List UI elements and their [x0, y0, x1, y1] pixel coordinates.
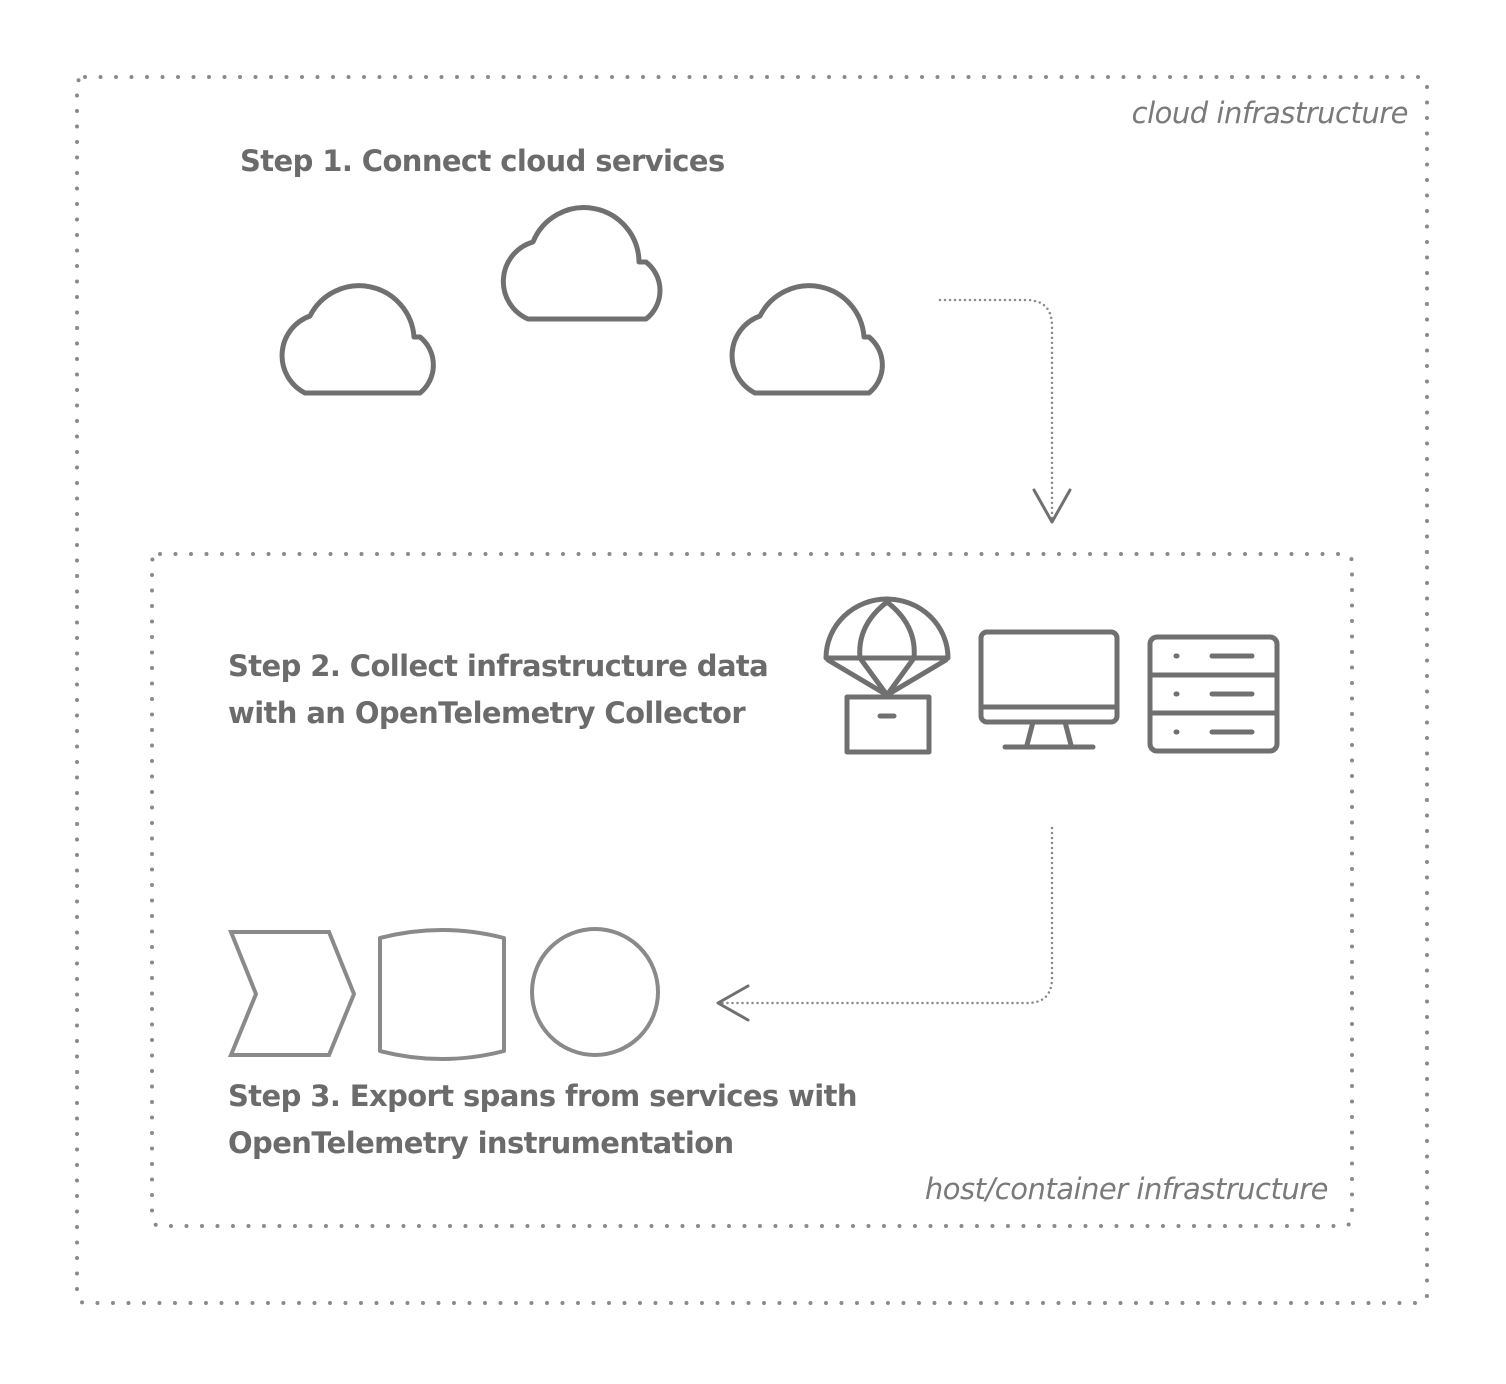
desktop-monitor-icon [978, 629, 1120, 750]
arrow-collector-to-services [716, 826, 1054, 1022]
parachute-box-icon [823, 596, 951, 755]
cloud-icon [729, 283, 885, 396]
wavy-rectangle-icon [378, 928, 506, 1061]
server-rack-icon [1147, 634, 1280, 754]
host-container-infrastructure-label: host/container infrastructure [924, 1172, 1329, 1206]
arrow-cloud-to-collector [938, 298, 1072, 524]
step-3-line-1: Step 3. Export spans from services with [228, 1079, 858, 1113]
step-2-line-2: with an OpenTelemetry Collector [228, 696, 746, 730]
chevron-shape-icon [228, 930, 357, 1057]
step-2-text: Step 2. Collect infrastructure data with… [228, 643, 769, 737]
step-2-line-1: Step 2. Collect infrastructure data [228, 649, 769, 683]
step-3-line-2: OpenTelemetry instrumentation [228, 1126, 734, 1160]
cloud-infrastructure-zone [75, 75, 1429, 1305]
cloud-icon [500, 205, 663, 322]
step-1-line: Step 1. Connect cloud services [240, 144, 725, 178]
cloud-icon [279, 283, 436, 396]
step-1-text: Step 1. Connect cloud services [240, 138, 725, 185]
host-container-infrastructure-zone [150, 552, 1354, 1228]
step-3-text: Step 3. Export spans from services with … [228, 1073, 858, 1167]
cloud-infrastructure-label: cloud infrastructure [1131, 96, 1409, 130]
circle-icon [530, 927, 660, 1057]
